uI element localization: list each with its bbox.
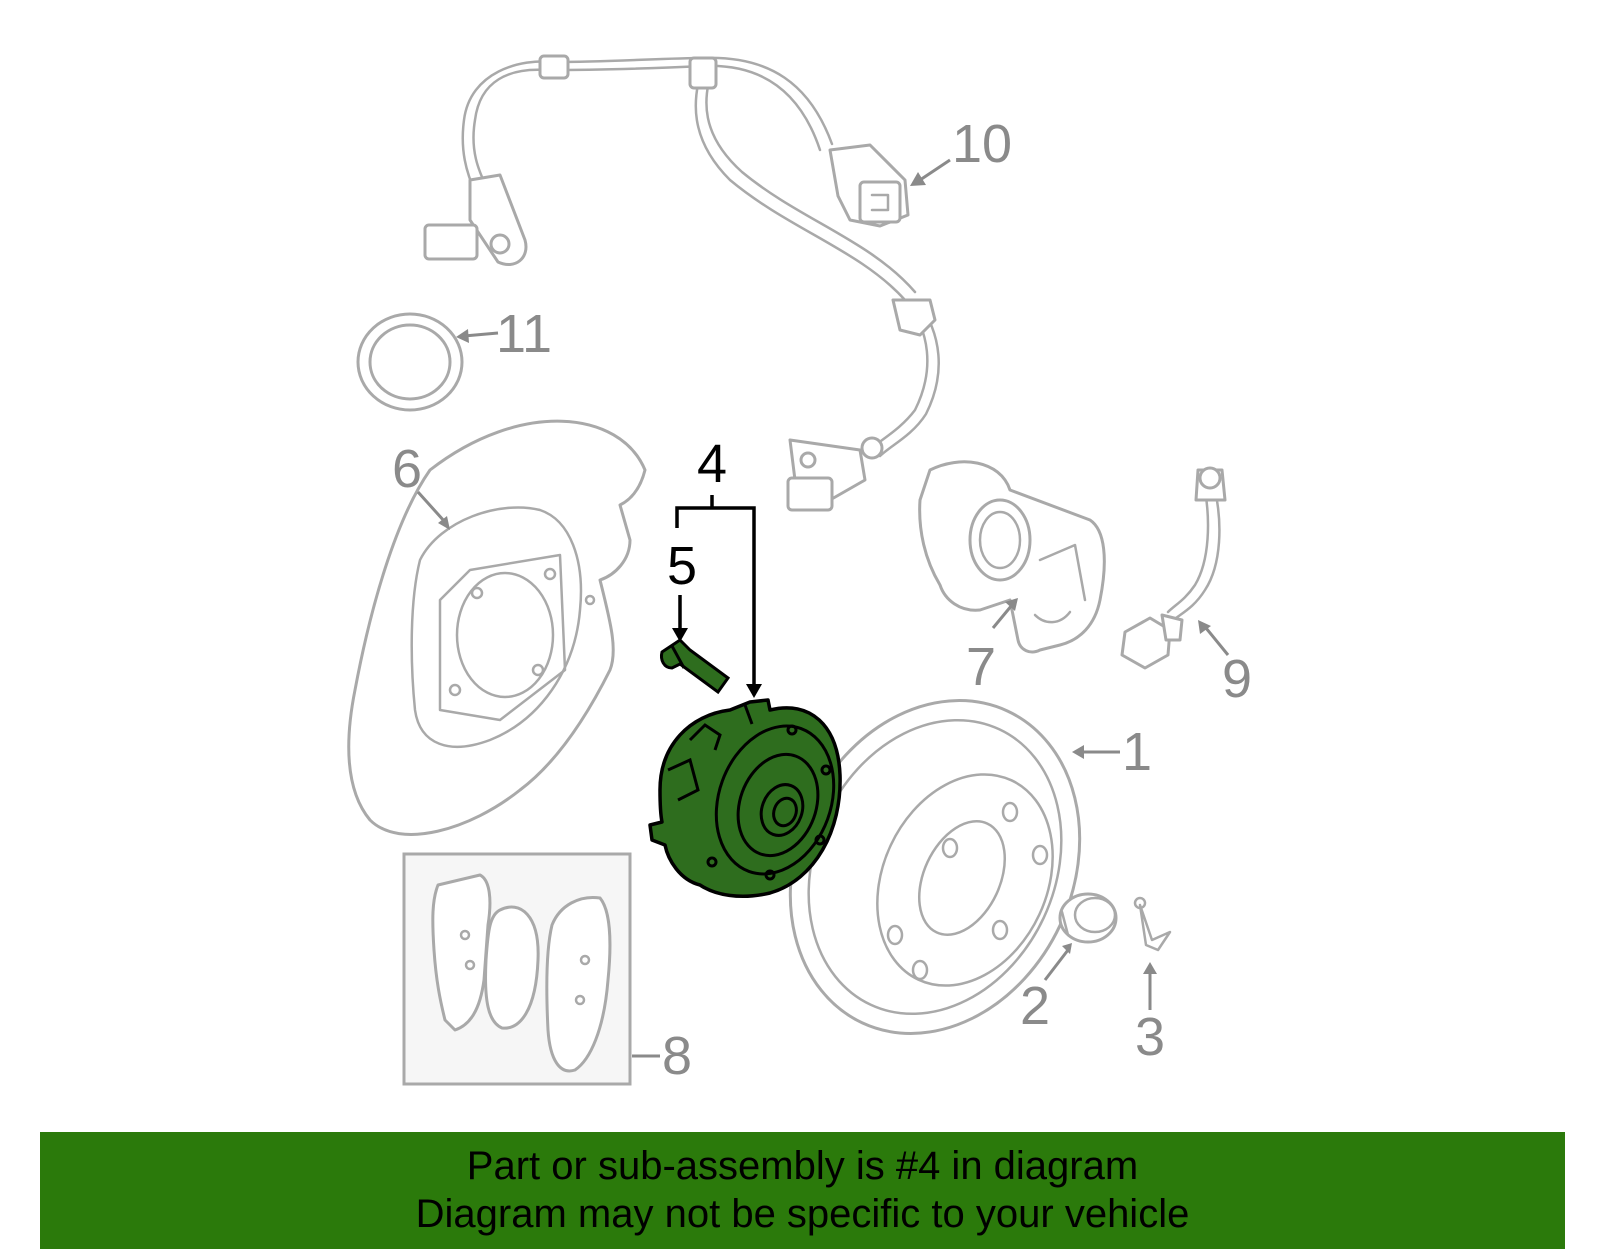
leader-lines [416, 158, 1230, 1058]
part-8-brake-pads[interactable] [402, 852, 632, 1086]
callout-labels: 1 2 3 4 5 6 7 8 9 10 11 [392, 114, 1252, 1086]
callout-6: 6 [392, 439, 422, 499]
part-5-wheel-stud[interactable] [660, 638, 731, 695]
callout-3: 3 [1135, 1007, 1165, 1067]
callout-2: 2 [1020, 976, 1050, 1036]
callout-5: 5 [667, 536, 697, 596]
callout-9: 9 [1222, 649, 1252, 709]
callout-1: 1 [1122, 722, 1152, 782]
part-7-caliper-bracket[interactable] [918, 460, 1106, 654]
banner-part-number-text: Part or sub-assembly is #4 in diagram [466, 1144, 1139, 1188]
info-banner: Part or sub-assembly is #4 in diagram Di… [40, 1132, 1565, 1249]
part-2-hub-cap[interactable] [1058, 892, 1118, 944]
part-4-wheel-hub-assembly[interactable] [648, 698, 854, 899]
part-9-brake-hose[interactable] [1120, 466, 1227, 670]
callout-10: 10 [952, 114, 1012, 174]
part-6-backing-plate[interactable] [347, 419, 647, 836]
callout-7: 7 [966, 637, 996, 697]
part-10-abs-sensor-harness[interactable] [423, 54, 940, 512]
part-11-seal-ring[interactable] [356, 312, 464, 412]
callout-8: 8 [662, 1026, 692, 1086]
part-3-clip[interactable] [1133, 896, 1172, 952]
callout-4: 4 [697, 434, 727, 494]
banner-disclaimer-text: Diagram may not be specific to your vehi… [415, 1192, 1190, 1236]
callout-11: 11 [496, 304, 552, 364]
